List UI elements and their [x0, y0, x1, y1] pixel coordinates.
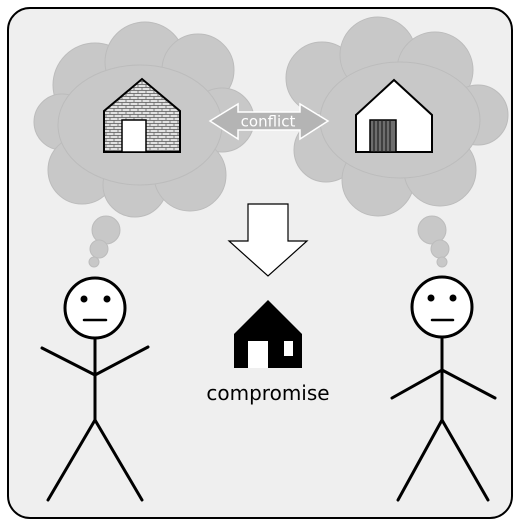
brick-house-icon — [103, 77, 181, 153]
black-house-icon — [234, 300, 302, 368]
conflict-double-arrow: conflict — [208, 102, 330, 141]
compromise-label: compromise — [206, 381, 329, 405]
down-arrow-icon — [227, 203, 309, 277]
right-face — [410, 275, 474, 339]
conflict-label: conflict — [241, 113, 296, 131]
double-arrow-icon — [208, 102, 330, 141]
right-stick-figure — [390, 275, 497, 502]
white-house-icon — [355, 78, 433, 153]
left-stick-figure — [40, 276, 150, 502]
left-face — [63, 276, 127, 340]
